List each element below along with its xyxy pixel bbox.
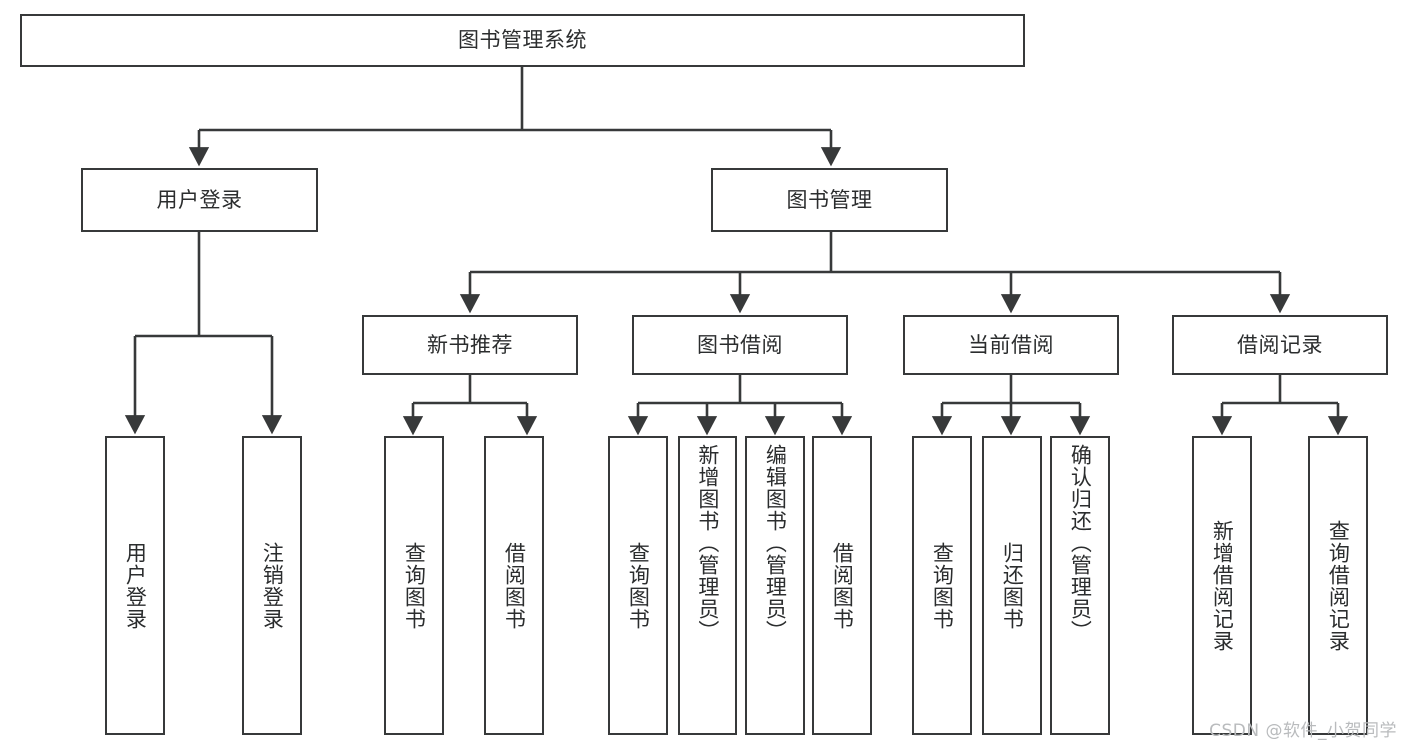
- node-leaf-query-book-2[interactable]: 查询图书: [608, 436, 668, 735]
- node-leaf-borrow-book-2-label: 借阅图书: [830, 541, 855, 630]
- node-book-management-label: 图书管理: [786, 187, 873, 212]
- node-leaf-logout-label: 注销登录: [260, 541, 285, 630]
- node-book-borrow[interactable]: 图书借阅: [632, 315, 848, 375]
- node-leaf-borrow-book-1-label: 借阅图书: [502, 541, 527, 630]
- node-user-login[interactable]: 用户登录: [81, 168, 318, 232]
- node-root[interactable]: 图书管理系统: [20, 14, 1025, 67]
- node-leaf-query-book-1-label: 查询图书: [402, 541, 427, 630]
- node-leaf-edit-book[interactable]: 编辑图书（管理员）: [745, 436, 805, 735]
- node-new-book-recommend[interactable]: 新书推荐: [362, 315, 578, 375]
- node-leaf-query-book-1[interactable]: 查询图书: [384, 436, 444, 735]
- node-leaf-confirm-return-label: 确认归还（管理员）: [1068, 444, 1093, 642]
- node-leaf-add-record[interactable]: 新增借阅记录: [1192, 436, 1252, 735]
- node-leaf-return-book[interactable]: 归还图书: [982, 436, 1042, 735]
- node-user-login-label: 用户登录: [156, 187, 243, 212]
- node-leaf-query-record-label: 查询借阅记录: [1326, 519, 1351, 652]
- node-leaf-query-book-3[interactable]: 查询图书: [912, 436, 972, 735]
- node-current-borrow[interactable]: 当前借阅: [903, 315, 1119, 375]
- node-leaf-query-book-2-label: 查询图书: [626, 541, 651, 630]
- node-leaf-borrow-book-2[interactable]: 借阅图书: [812, 436, 872, 735]
- node-borrow-record[interactable]: 借阅记录: [1172, 315, 1388, 375]
- node-borrow-record-label: 借阅记录: [1237, 332, 1323, 357]
- node-leaf-add-record-label: 新增借阅记录: [1210, 519, 1235, 652]
- node-leaf-add-book-label: 新增图书（管理员）: [695, 444, 720, 642]
- node-leaf-edit-book-label: 编辑图书（管理员）: [763, 444, 788, 642]
- node-leaf-return-book-label: 归还图书: [1000, 541, 1025, 630]
- node-leaf-confirm-return[interactable]: 确认归还（管理员）: [1050, 436, 1110, 735]
- node-current-borrow-label: 当前借阅: [968, 332, 1054, 357]
- node-leaf-query-record[interactable]: 查询借阅记录: [1308, 436, 1368, 735]
- node-book-borrow-label: 图书借阅: [697, 332, 783, 357]
- node-new-book-recommend-label: 新书推荐: [427, 332, 513, 357]
- node-leaf-user-login[interactable]: 用户登录: [105, 436, 165, 735]
- node-leaf-add-book[interactable]: 新增图书（管理员）: [678, 436, 737, 735]
- node-leaf-user-login-label: 用户登录: [123, 541, 148, 630]
- node-leaf-query-book-3-label: 查询图书: [930, 541, 955, 630]
- node-book-management[interactable]: 图书管理: [711, 168, 948, 232]
- node-root-label: 图书管理系统: [458, 28, 587, 53]
- node-leaf-logout[interactable]: 注销登录: [242, 436, 302, 735]
- node-leaf-borrow-book-1[interactable]: 借阅图书: [484, 436, 544, 735]
